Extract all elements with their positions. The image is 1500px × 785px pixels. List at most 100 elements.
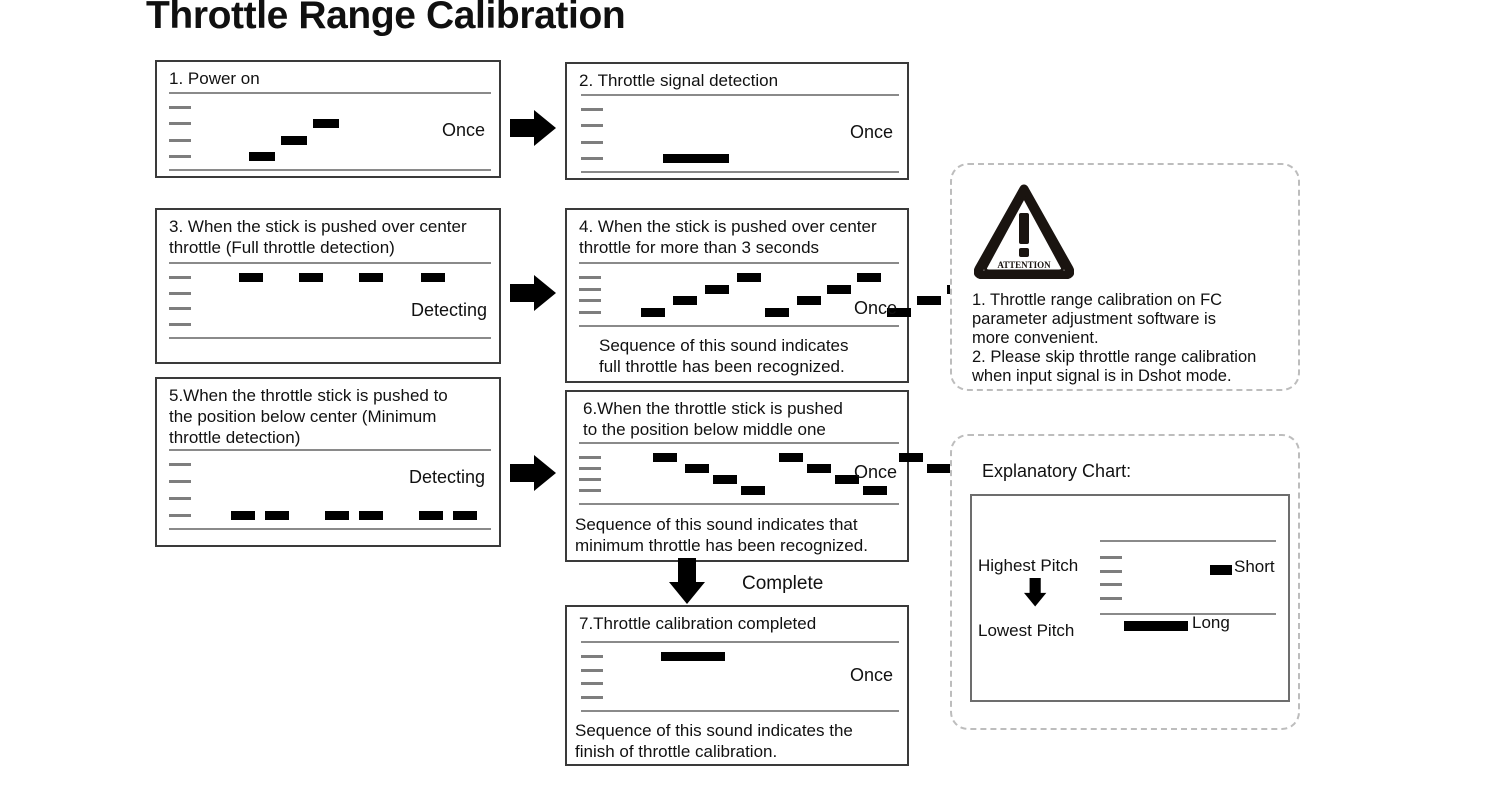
step-7-note: Sequence of this sound indicates the fin…	[575, 721, 853, 761]
staff-pitch-tick	[169, 155, 191, 158]
staff-pitch-tick	[581, 655, 603, 658]
staff-note	[835, 475, 859, 484]
staff-note	[713, 475, 737, 484]
short-note-swatch	[1210, 565, 1232, 575]
staff-pitch-tick	[169, 276, 191, 279]
explanatory-chart-panel: Explanatory Chart: Highest Pitch Lowest …	[950, 434, 1300, 730]
staff-note	[421, 273, 445, 282]
staff-bottom-rule	[169, 169, 491, 171]
staff-note	[419, 511, 443, 520]
step-box-5: 5.When the throttle stick is pushed to t…	[155, 377, 501, 547]
attention-icon-caption: ATTENTION	[997, 260, 1051, 270]
attention-triangle-icon: ATTENTION	[973, 183, 1075, 280]
staff-note	[741, 486, 765, 495]
staff-note	[641, 308, 665, 317]
step-1-title: 1. Power on	[169, 69, 260, 88]
staff-pitch-tick	[169, 497, 191, 500]
staff-pitch-tick	[169, 291, 191, 295]
staff-note	[231, 511, 255, 520]
staff-note	[249, 152, 275, 161]
staff-top-rule	[169, 262, 491, 264]
staff-pitch-tick	[169, 106, 191, 109]
staff-note	[827, 284, 851, 294]
staff-top-rule	[581, 94, 899, 96]
step-box-1: 1. Power on Once	[155, 60, 501, 178]
staff-note	[779, 453, 803, 462]
staff-note	[917, 296, 941, 306]
step-7-title: 7.Throttle calibration completed	[579, 614, 817, 633]
staff-note	[299, 273, 323, 282]
lowest-pitch-label: Lowest Pitch	[978, 621, 1075, 640]
step-2-count: Once	[849, 122, 893, 142]
staff-pitch-tick	[581, 124, 603, 128]
staff-note	[797, 296, 821, 306]
staff-bottom-rule	[579, 503, 899, 505]
staff-note	[359, 511, 383, 520]
staff-pitch-tick	[169, 463, 191, 466]
staff-top-rule	[169, 449, 491, 451]
step-7-staff	[581, 641, 899, 713]
staff-top-rule	[579, 442, 899, 444]
staff-note	[673, 296, 697, 306]
attention-text: 1. Throttle range calibration on FC para…	[972, 291, 1257, 385]
staff-note	[663, 154, 729, 163]
long-note-label: Long	[1192, 613, 1230, 632]
step-4-count: Once	[853, 298, 897, 318]
staff-top-rule	[581, 641, 899, 643]
staff-note	[325, 511, 349, 520]
step-5-title: 5.When the throttle stick is pushed to t…	[169, 386, 448, 447]
explanatory-chart-frame: Highest Pitch Lowest Pitch Short Long	[970, 494, 1290, 702]
page-title: Throttle Range Calibration	[146, 0, 626, 37]
step-3-title: 3. When the stick is pushed over center …	[169, 217, 467, 257]
staff-pitch-tick	[581, 140, 603, 144]
staff-note	[265, 511, 289, 520]
staff-note	[359, 273, 383, 282]
staff-pitch-tick	[579, 299, 601, 303]
staff-note	[887, 308, 911, 317]
staff-pitch-tick	[169, 323, 191, 326]
staff-note	[281, 135, 307, 145]
staff-bottom-rule	[169, 337, 491, 339]
staff-note	[313, 119, 339, 129]
step-box-3: 3. When the stick is pushed over center …	[155, 208, 501, 364]
staff-pitch-tick	[579, 276, 601, 279]
short-note-label: Short	[1234, 557, 1275, 576]
staff-pitch-tick	[1100, 583, 1122, 587]
staff-pitch-tick	[579, 311, 601, 314]
staff-top-rule	[169, 92, 491, 94]
staff-pitch-tick	[581, 108, 603, 111]
step-3-count: Detecting	[410, 300, 487, 320]
staff-pitch-tick	[169, 307, 191, 311]
staff-bottom-rule	[581, 710, 899, 712]
staff-note	[899, 453, 923, 462]
staff-pitch-tick	[579, 456, 601, 459]
step-2-title: 2. Throttle signal detection	[579, 71, 779, 90]
staff-pitch-tick	[169, 122, 191, 126]
explanatory-chart-caption: Explanatory Chart:	[982, 461, 1132, 481]
step-4-title: 4. When the stick is pushed over center …	[579, 217, 877, 257]
staff-note	[863, 486, 887, 495]
complete-label: Complete	[742, 573, 824, 594]
step-4-staff	[579, 262, 1001, 328]
staff-pitch-tick	[1100, 569, 1122, 573]
step-3-staff	[169, 262, 491, 340]
staff-pitch-tick	[581, 157, 603, 160]
step-box-2: 2. Throttle signal detection Once	[565, 62, 909, 180]
staff-pitch-tick	[579, 287, 601, 291]
staff-bottom-rule	[1100, 613, 1276, 615]
staff-note	[661, 652, 725, 661]
step-5-count: Detecting	[408, 467, 485, 487]
highest-pitch-label: Highest Pitch	[978, 556, 1079, 575]
staff-pitch-tick	[1100, 556, 1122, 559]
step-6-count: Once	[853, 462, 897, 482]
staff-pitch-tick	[579, 489, 601, 492]
step-6-note: Sequence of this sound indicates that mi…	[575, 515, 868, 555]
step-4-note: Sequence of this sound indicates full th…	[599, 336, 849, 376]
step-6-title: 6.When the throttle stick is pushed to t…	[583, 399, 843, 439]
staff-note	[653, 453, 677, 462]
staff-pitch-tick	[579, 467, 601, 470]
staff-note	[765, 308, 789, 317]
step-6-staff	[579, 442, 1007, 506]
staff-bottom-rule	[579, 325, 899, 327]
staff-note	[807, 464, 831, 473]
